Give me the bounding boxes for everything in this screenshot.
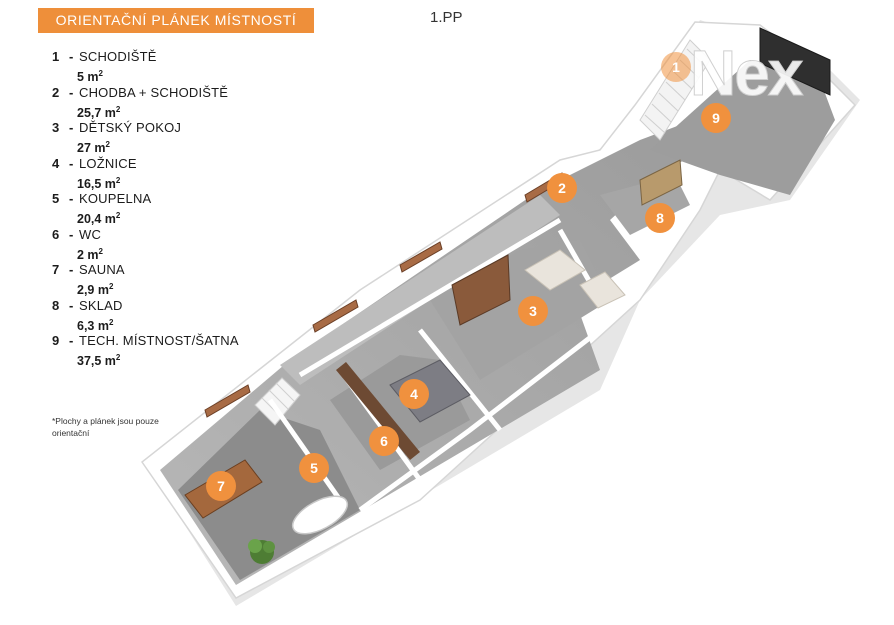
tech-room-shelves	[759, 27, 831, 96]
marker-label: 3	[529, 303, 537, 319]
floor-label: 1.PP	[430, 9, 463, 26]
room-name: DĚTSKÝ POKOJ	[79, 120, 182, 135]
room-name: LOŽNICE	[79, 155, 137, 171]
room-name: WC	[79, 226, 102, 242]
room-area: 6,3 m	[77, 318, 109, 333]
legend-room-3: 3-DĚTSKÝ POKOJ 27 m2	[52, 119, 292, 155]
room-name: SCHODIŠTĚ	[79, 49, 157, 64]
room-area: 2 m	[77, 247, 99, 262]
marker-label: 5	[310, 460, 318, 476]
room-number: 3	[52, 120, 60, 135]
marker-7: 7	[206, 471, 236, 501]
room-dash: -	[69, 120, 74, 135]
area-unit-exponent: 2	[105, 140, 110, 149]
area-unit-exponent: 2	[98, 69, 103, 78]
plan-title-banner: ORIENTAČNÍ PLÁNEK MÍSTNOSTÍ	[38, 8, 314, 33]
lower-staircase	[254, 377, 301, 426]
partition-walls	[267, 217, 603, 513]
marker-1: 1	[661, 52, 691, 82]
legend-room-7: 7-SAUNA 2,9 m2	[52, 261, 292, 297]
room-area: 25,7 m	[77, 105, 116, 120]
legend-room-6: 6-WC 2 m2	[52, 226, 292, 262]
corridor-strip	[280, 195, 560, 385]
room-number: 6	[52, 226, 60, 242]
room-dash: -	[69, 49, 74, 64]
bathtub	[291, 495, 349, 535]
room-dash: -	[69, 191, 74, 206]
marker-label: 1	[672, 59, 680, 75]
bathroom-floor	[178, 410, 360, 580]
room-number: 7	[52, 262, 60, 277]
legend-room-4: 4-LOŽNICE 16,5 m2	[52, 155, 292, 191]
marker-3: 3	[518, 296, 548, 326]
watermark-logo: Nex	[690, 37, 804, 109]
room-number: 1	[52, 49, 60, 64]
room-name: SAUNA	[79, 262, 125, 277]
legend-room-5: 5-KOUPELNA 20,4 m2	[52, 190, 292, 226]
disclaimer-note: *Plochy a plánek jsou pouze orientační	[52, 416, 159, 438]
bed-kids-2	[579, 271, 626, 309]
area-unit-exponent: 2	[98, 246, 103, 256]
room-name: KOUPELNA	[79, 191, 152, 206]
wardrobe	[451, 254, 511, 326]
room-name: SKLAD	[79, 297, 123, 313]
room-dash: -	[69, 297, 74, 313]
area-unit-exponent: 2	[108, 317, 114, 327]
room-number: 2	[52, 84, 60, 100]
marker-6: 6	[369, 426, 399, 456]
room-dash: -	[69, 155, 74, 171]
room-area: 27 m	[77, 141, 106, 156]
marker-label: 9	[712, 110, 720, 126]
legend-room-9: 9-TECH. MÍSTNOST/ŠATNA 37,5 m2	[52, 332, 292, 368]
room-area: 37,5 m	[77, 354, 116, 369]
area-unit-exponent: 2	[115, 175, 121, 185]
area-unit-exponent: 2	[115, 211, 121, 220]
marker-label: 6	[380, 433, 388, 449]
room-dash: -	[69, 84, 74, 100]
room-number: 9	[52, 333, 60, 348]
area-unit-exponent: 2	[108, 282, 114, 291]
legend-room-8: 8-SKLAD 6,3 m2	[52, 297, 292, 333]
marker-5: 5	[299, 453, 329, 483]
room-area: 20,4 m	[77, 212, 116, 227]
marker-8: 8	[645, 203, 675, 233]
room-area: 5 m	[77, 70, 99, 85]
marker-9: 9	[701, 103, 731, 133]
room-legend: 1-SCHODIŠTĚ 5 m2 2-CHODBA + SCHODIŠTĚ 25…	[52, 48, 292, 368]
storage-shelf	[639, 159, 683, 206]
room-name: CHODBA + SCHODIŠTĚ	[79, 84, 229, 100]
room-area: 2,9 m	[77, 283, 109, 298]
area-unit-exponent: 2	[115, 104, 121, 114]
area-unit-exponent: 2	[115, 353, 121, 362]
marker-label: 8	[656, 210, 664, 226]
marker-2: 2	[547, 173, 577, 203]
marker-label: 7	[217, 478, 225, 494]
room-dash: -	[69, 226, 74, 242]
room-number: 8	[52, 297, 60, 313]
room-dash: -	[69, 262, 74, 277]
tech-room-floor	[650, 60, 835, 195]
marker-label: 4	[410, 386, 418, 402]
bed-kids-1	[524, 249, 586, 291]
room-number: 5	[52, 191, 60, 206]
room-number: 4	[52, 155, 60, 171]
room-area: 16,5 m	[77, 176, 116, 191]
kitchen-counter	[336, 362, 420, 460]
legend-room-1: 1-SCHODIŠTĚ 5 m2	[52, 48, 292, 84]
room-name: TECH. MÍSTNOST/ŠATNA	[79, 333, 239, 348]
marker-4: 4	[399, 379, 429, 409]
room-dash: -	[69, 333, 74, 348]
plan-title: ORIENTAČNÍ PLÁNEK MÍSTNOSTÍ	[55, 12, 297, 28]
plant	[248, 539, 275, 564]
marker-label: 2	[558, 180, 566, 196]
legend-room-2: 2-CHODBA + SCHODIŠTĚ 25,7 m2	[52, 84, 292, 120]
